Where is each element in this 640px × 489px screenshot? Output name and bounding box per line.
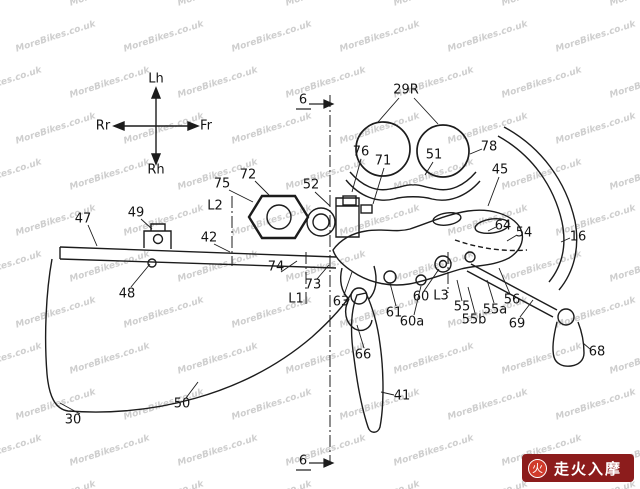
- arrow-up-icon: [150, 86, 162, 99]
- part-label-61: 61: [385, 305, 403, 321]
- twin-cylinders: [345, 121, 481, 201]
- part-label-66: 66: [354, 347, 372, 363]
- bracket-52: [335, 197, 360, 238]
- part-label-60a: 60a: [399, 314, 425, 330]
- orientation-label-down: Rh: [147, 162, 165, 178]
- part-label-55b: 55b: [461, 312, 487, 328]
- part-label-47: 47: [74, 211, 92, 227]
- hex-nut-72: [247, 194, 310, 240]
- bore-ring: [306, 207, 336, 237]
- arrow-down-icon: [150, 153, 162, 166]
- linkage-rod-69: [466, 263, 558, 318]
- handlebar-42: [59, 246, 337, 269]
- leader-lines: [59, 97, 591, 415]
- lever-blade-41: [350, 292, 384, 433]
- orientation-cross: [112, 86, 200, 166]
- fittings-76-71: [342, 195, 373, 214]
- part-label-69: 69: [508, 316, 526, 332]
- lever-pivot-66: [340, 265, 377, 332]
- orientation-label-left: Rr: [95, 118, 111, 134]
- channel-logo-icon: 火: [527, 458, 547, 478]
- part-label-48: 48: [118, 286, 136, 302]
- part-label-68: 68: [588, 344, 606, 360]
- part-label-L1: L1: [288, 291, 304, 307]
- part-label-51: 51: [425, 147, 443, 163]
- grip-68: [552, 308, 585, 367]
- part-label-45: 45: [491, 162, 509, 178]
- part-label-76: 76: [352, 144, 370, 160]
- section-label-top: 6: [298, 92, 308, 108]
- orientation-label-right: Fr: [200, 118, 212, 134]
- part-label-16: 16: [569, 229, 587, 245]
- part-label-63: 63: [332, 294, 350, 310]
- part-label-71: 71: [374, 153, 392, 169]
- assembly-outlines: [44, 121, 585, 433]
- part-label-75: 75: [213, 176, 231, 192]
- part-label-29R: 29R: [393, 82, 419, 98]
- part-label-60: 60: [412, 289, 430, 305]
- channel-name: 走火入摩: [553, 459, 622, 478]
- part-label-52: 52: [302, 177, 320, 193]
- part-label-50: 50: [173, 396, 191, 412]
- part-label-49: 49: [127, 205, 145, 221]
- arrow-right-icon: [187, 120, 200, 132]
- part-label-74: 74: [267, 259, 285, 275]
- part-label-L2: L2: [207, 198, 223, 214]
- part-label-42: 42: [200, 230, 218, 246]
- part-label-55a: 55a: [482, 302, 508, 318]
- clamp-49: [143, 223, 172, 268]
- arrow-left-icon: [112, 120, 125, 132]
- part-label-55: 55: [453, 299, 471, 315]
- part-label-73: 73: [304, 277, 322, 293]
- part-label-L3: L3: [433, 288, 449, 304]
- cowl-panel-30-50: [44, 258, 354, 413]
- part-label-64: 64: [494, 218, 512, 234]
- part-label-72: 72: [239, 167, 257, 183]
- part-label-54: 54: [515, 225, 533, 241]
- part-label-78: 78: [480, 139, 498, 155]
- part-label-30: 30: [64, 412, 82, 428]
- section-arrows: [296, 99, 335, 471]
- section-label-bottom: 6: [298, 453, 308, 469]
- part-label-56: 56: [503, 292, 521, 308]
- channel-badge: 火 走火入摩: [521, 454, 634, 482]
- part-label-41: 41: [393, 388, 411, 404]
- orientation-label-up: Lh: [148, 71, 164, 87]
- right-cowl-16: [497, 126, 578, 291]
